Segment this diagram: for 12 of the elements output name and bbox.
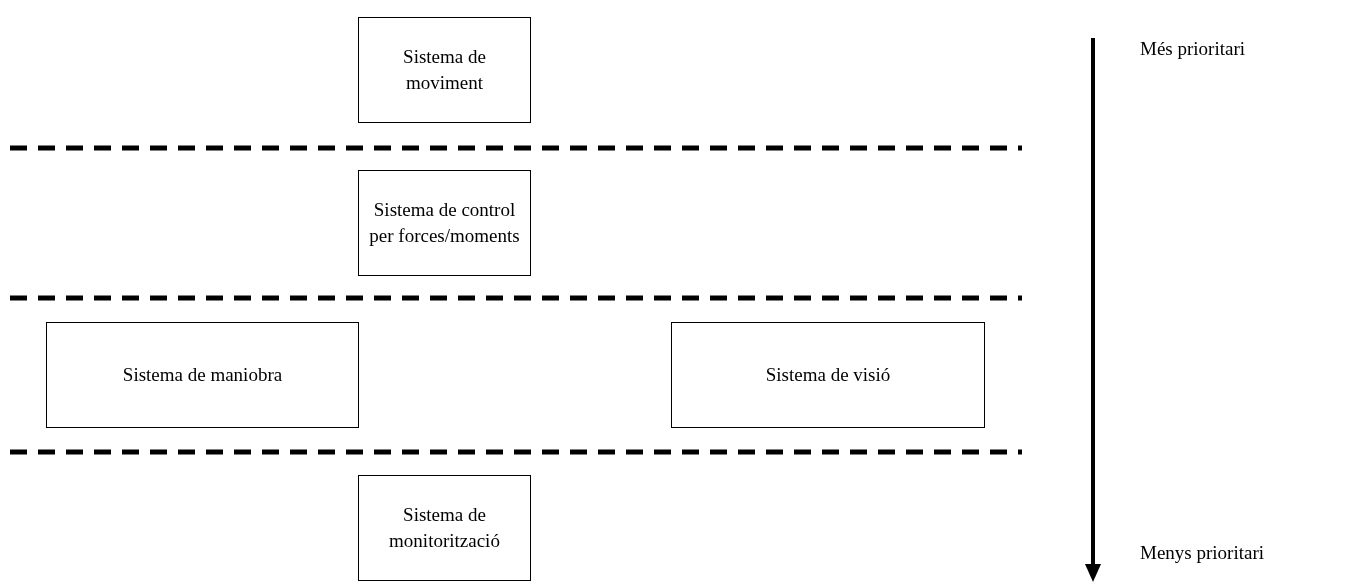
box-label: Sistema de control per forces/moments	[369, 198, 520, 248]
box-label: Sistema de visió	[765, 363, 891, 388]
priority-label: Més prioritari	[1140, 38, 1245, 60]
box-label: Sistema de maniobra	[122, 363, 283, 388]
system-box	[46, 322, 359, 428]
system-box	[358, 170, 531, 276]
box-label: Sistema de moviment	[402, 45, 487, 95]
system-box	[358, 475, 531, 581]
priority-label: Menys prioritari	[1140, 542, 1264, 564]
system-box	[358, 17, 531, 123]
system-box	[671, 322, 985, 428]
box-label: Sistema de monitorització	[388, 503, 501, 553]
